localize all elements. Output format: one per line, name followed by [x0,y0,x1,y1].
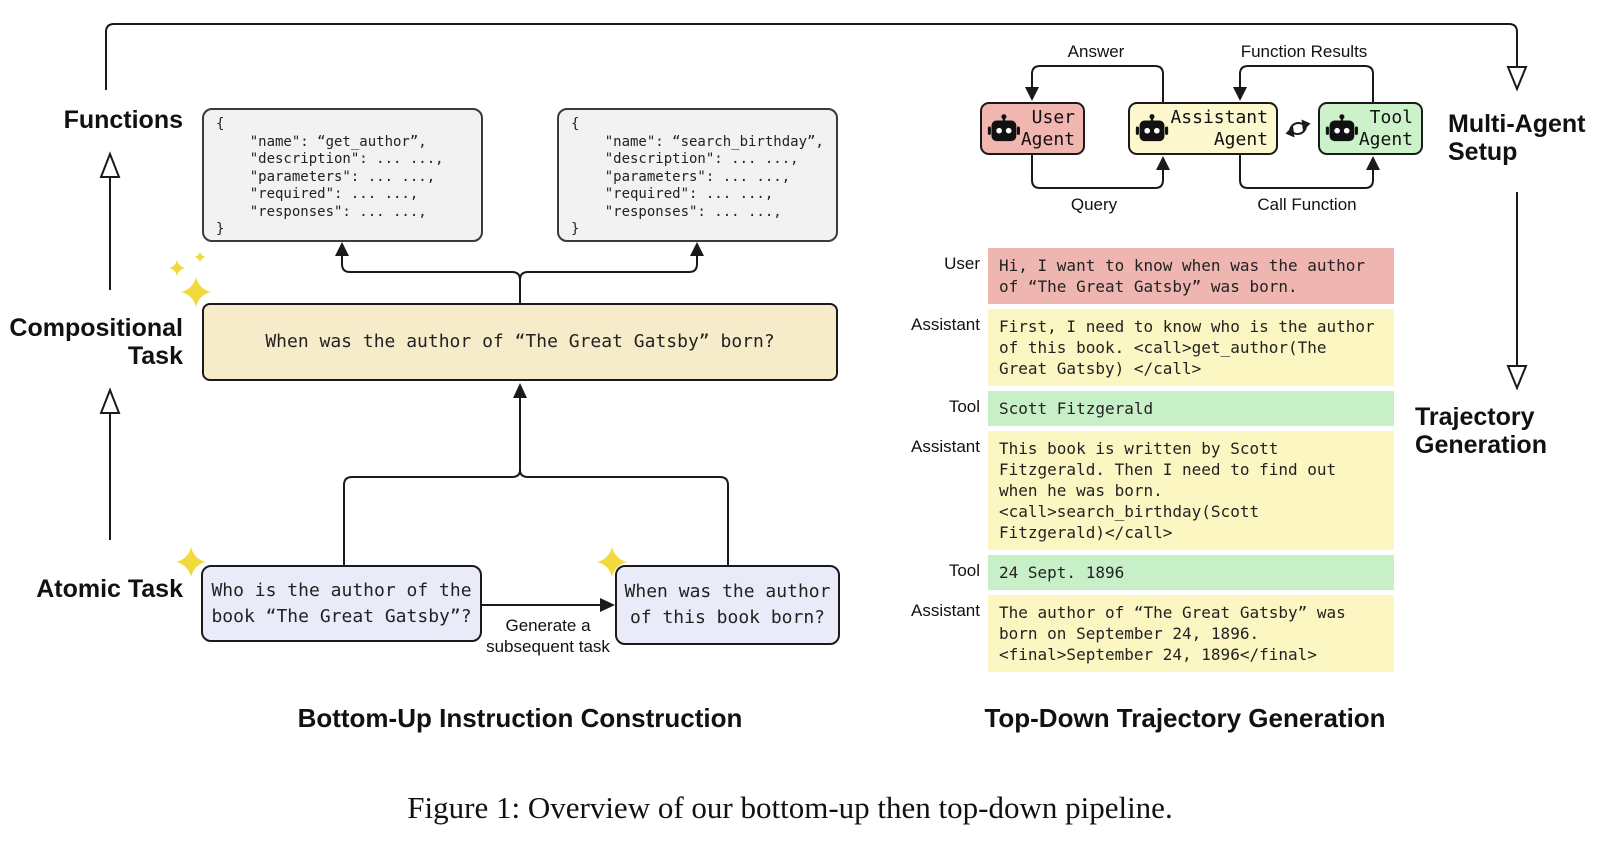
agent-name: User Agent [1020,106,1075,150]
assistant-message: The author of “The Great Gatsby” was bor… [988,595,1394,672]
robot-icon [987,113,1020,141]
up-arrowhead [513,383,527,398]
conversation-turn: Assistant This book is written by Scott … [880,431,1397,550]
function-schema-code: { "name": “search_birthday”, "descriptio… [571,116,824,237]
down-arrowhead [1025,87,1039,101]
compositional-task-box: When was the author of “The Great Gatsby… [202,303,838,381]
conversation-turn: Assistant The author of “The Great Gatsb… [880,595,1397,672]
robot-icon [1325,113,1358,141]
tool-message: 24 Sept. 1896 [988,555,1394,590]
atomic-task-box-2: When was the author of this book born? [615,565,840,645]
branch-left [341,254,521,303]
answer-arc [1031,65,1164,102]
up-arrowhead [99,387,121,414]
speaker-label: Assistant [911,601,980,620]
answer-arc-label: Answer [1067,42,1125,61]
sparkle-icon [194,251,206,263]
generate-subsequent-task-label: Generate a subsequent task [486,616,610,656]
user-agent-box: User Agent [980,102,1085,155]
atomic-task-box-1: Who is the author of the book “The Great… [201,565,482,642]
assistant-message: First, I need to know who is the author … [988,309,1394,386]
compositional-task-label: Compositional Task [9,314,183,370]
right-arrowhead [600,598,615,612]
atomic-task-label: Atomic Task [36,575,183,603]
left-panel-title: Bottom-Up Instruction Construction [297,703,743,733]
sparkle-icon [169,260,185,276]
trajectory-conversation: User Hi, I want to know when was the aut… [880,248,1397,672]
functions-label: Functions [63,106,183,134]
up-arrowhead [1156,156,1170,170]
query-arc [1031,155,1164,189]
multi-agent-setup-label: Multi-Agent Setup [1448,110,1586,166]
call-function-arc-label: Call Function [1257,195,1357,214]
conversation-turn: Tool 24 Sept. 1896 [880,555,1397,590]
robot-icon [1135,113,1169,141]
conversation-turn: User Hi, I want to know when was the aut… [880,248,1397,304]
agent-name: Tool Agent [1358,106,1413,150]
user-message: Hi, I want to know when was the author o… [988,248,1394,304]
right-panel-title: Top-Down Trajectory Generation [984,703,1386,733]
function-results-arc-label: Function Results [1240,42,1368,61]
merge-right [519,469,729,565]
tool-message: Scott Fitzgerald [988,391,1394,426]
trajectory-generation-label: Trajectory Generation [1415,403,1547,459]
function-results-arc [1239,65,1374,102]
query-arc-label: Query [1070,195,1118,214]
down-arrowhead [1506,66,1528,92]
branch-right [519,254,698,292]
up-arrowhead [99,151,121,178]
agent-name: Assistant Agent [1170,106,1268,150]
merge-left [343,469,521,565]
speaker-label: User [944,254,980,273]
function-schema-box-get-author: { "name": “get_author”, "description": .… [202,108,483,242]
function-schema-code: { "name": “get_author”, "description": .… [216,116,444,237]
function-schema-box-search-birthday: { "name": “search_birthday”, "descriptio… [557,108,838,242]
up-arrowhead [1366,156,1380,170]
speaker-label: Assistant [911,315,980,334]
assistant-message: This book is written by Scott Fitzgerald… [988,431,1394,550]
cycle-icon [1285,119,1311,138]
tool-agent-box: Tool Agent [1318,102,1423,155]
down-arrowhead [1506,365,1528,391]
up-arrowhead [690,242,704,256]
call-function-arc [1239,155,1374,189]
down-arrowhead [1233,87,1247,101]
up-arrowhead [335,242,349,256]
speaker-label: Tool [948,561,980,580]
assistant-agent-box: Assistant Agent [1128,102,1278,155]
conversation-turn: Tool Scott Fitzgerald [880,391,1397,426]
speaker-label: Tool [948,397,980,416]
conversation-turn: Assistant First, I need to know who is t… [880,309,1397,386]
figure-caption: Figure 1: Overview of our bottom-up then… [407,790,1173,825]
speaker-label: Assistant [911,437,980,456]
